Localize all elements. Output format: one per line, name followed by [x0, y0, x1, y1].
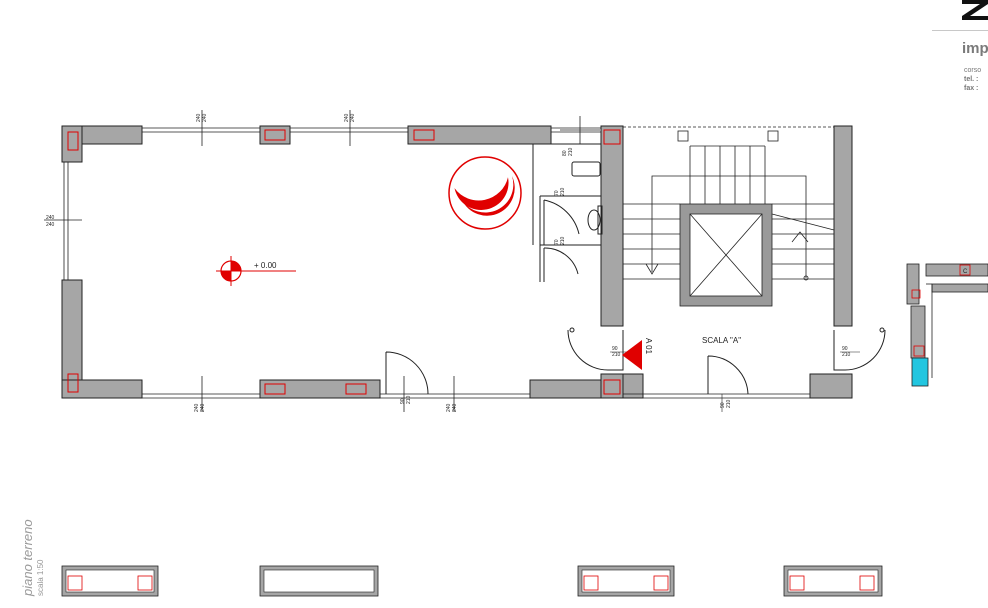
- fire-hydrant-symbol: [448, 156, 522, 230]
- svg-text:70: 70: [554, 190, 560, 196]
- svg-text:90: 90: [400, 398, 406, 404]
- section-label: A 01: [644, 338, 653, 355]
- elevator-shaft: [679, 203, 773, 307]
- svg-text:240: 240: [196, 113, 202, 122]
- company-address: corso: [964, 67, 982, 74]
- svg-text:240: 240: [200, 403, 206, 412]
- svg-text:80: 80: [562, 150, 568, 156]
- adjacent-room-label: C: [963, 269, 968, 275]
- bottom-pillar-4: [783, 565, 883, 597]
- window-lines: [63, 127, 810, 399]
- svg-text:240: 240: [194, 403, 200, 412]
- svg-text:210: 210: [568, 147, 574, 156]
- wall-bottom-left: [61, 379, 143, 399]
- bathroom-door-1: [543, 199, 580, 245]
- dimension-labels: 240 240 240 240 240 240 240 240 240 240 …: [46, 113, 458, 412]
- svg-text:90: 90: [720, 402, 726, 408]
- bottom-pillar-3: [577, 565, 675, 597]
- svg-text:90: 90: [842, 346, 848, 352]
- wall-red-markers: [67, 129, 621, 395]
- svg-text:240: 240: [446, 403, 452, 412]
- wall-stair-right-lower: [809, 373, 853, 399]
- bottom-pillars: [61, 565, 883, 597]
- wall-bottom-middle: [259, 379, 381, 399]
- section-marker: A 01: [622, 338, 653, 370]
- company-tel: tel. :: [964, 76, 979, 83]
- main-entrance-door: [385, 351, 429, 395]
- dimension-marks: [44, 110, 600, 412]
- svg-text:210: 210: [726, 399, 732, 408]
- drawing-scale: scala 1:50: [36, 559, 45, 596]
- wall-stair-right: [833, 125, 853, 327]
- wall-top-right: [407, 125, 552, 145]
- svg-text:240: 240: [344, 113, 350, 122]
- company-logo: [962, 0, 988, 20]
- main-room-walls: [61, 125, 853, 399]
- bathroom: [532, 143, 603, 282]
- title-block-rule: [932, 30, 988, 31]
- svg-text:240: 240: [202, 113, 208, 122]
- bathroom-toilet: [587, 209, 601, 231]
- svg-text:210: 210: [560, 187, 566, 196]
- company-fax: fax :: [964, 85, 979, 92]
- svg-text:240: 240: [46, 215, 55, 221]
- staircase-door-dims: 90 210 90 210 90 210: [612, 346, 851, 408]
- svg-text:210: 210: [842, 352, 851, 358]
- bottom-pillar-1: [61, 565, 159, 597]
- wall-corner-left: [61, 125, 83, 163]
- drawing-caption: piano terreno: [20, 519, 35, 596]
- bottom-pillar-2: [259, 565, 379, 597]
- level-marker: + 0.00: [216, 256, 296, 286]
- svg-text:240: 240: [452, 403, 458, 412]
- wall-divider: [600, 125, 624, 327]
- svg-text:240: 240: [350, 113, 356, 122]
- svg-text:240: 240: [46, 222, 55, 228]
- svg-text:70: 70: [554, 239, 560, 245]
- bathroom-sink: [571, 161, 601, 177]
- staircase-label: SCALA "A": [702, 336, 741, 345]
- cyan-element: [911, 357, 929, 387]
- company-name: imp: [962, 40, 988, 57]
- svg-text:210: 210: [406, 395, 412, 404]
- bathroom-dims: 80 210 70 210 70 210: [554, 147, 574, 245]
- bathroom-door-2: [543, 247, 579, 282]
- staircase: [623, 126, 835, 281]
- level-label: + 0.00: [254, 261, 277, 270]
- svg-text:90: 90: [612, 346, 618, 352]
- adjacent-room: C: [906, 263, 988, 387]
- staircase-doors: [567, 327, 886, 395]
- svg-text:210: 210: [560, 236, 566, 245]
- svg-text:210: 210: [612, 352, 621, 358]
